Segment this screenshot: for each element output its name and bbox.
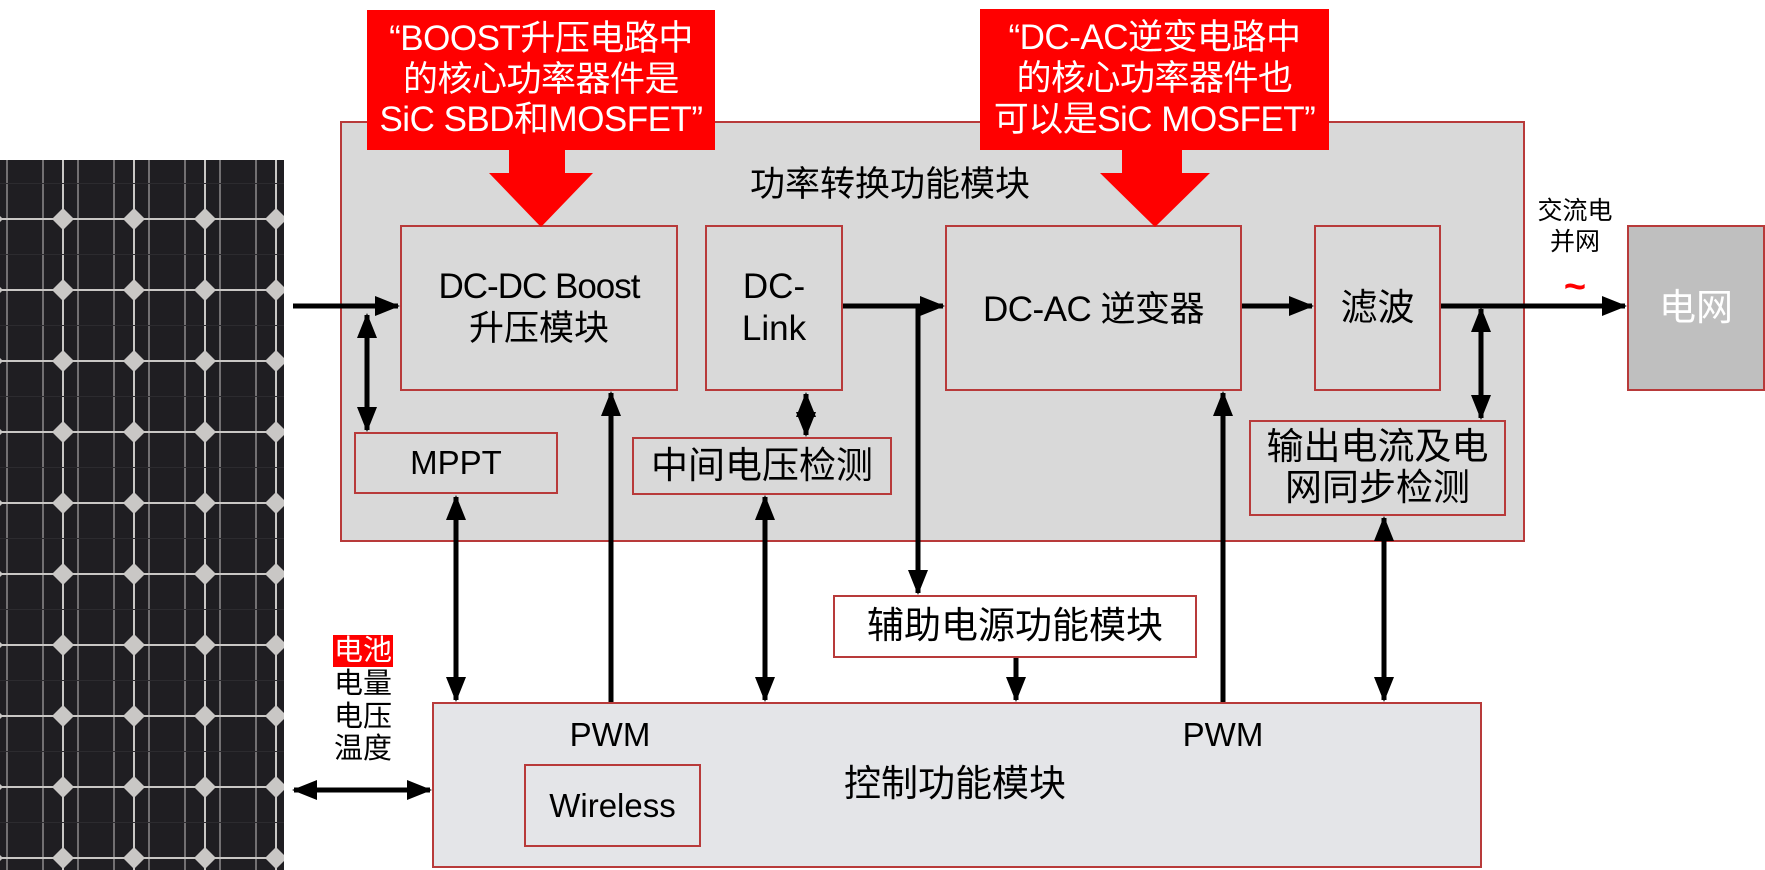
dc-link-line-2: Link: [741, 309, 807, 348]
aux-power-module[interactable]: 辅助电源功能模块: [833, 595, 1197, 658]
wireless-block[interactable]: Wireless: [524, 764, 701, 847]
inverter-callout-line-2: 的核心功率器件也: [1016, 59, 1293, 99]
pwm-right-label: PWM: [1182, 716, 1264, 753]
ac-grid-connection-label: 交流电 并网: [1525, 196, 1625, 259]
battery-highlight: 电池: [333, 635, 394, 667]
output-detect-line-2: 网同步检测: [1285, 467, 1470, 508]
power-module-title: 功率转换功能模块: [749, 165, 1030, 204]
mppt-label: MPPT: [410, 444, 502, 482]
dc-dc-boost-block[interactable]: DC-DC Boost 升压模块: [400, 225, 678, 391]
grid-block[interactable]: 电网: [1627, 225, 1765, 391]
filter-label: 滤波: [1340, 286, 1415, 328]
inverter-label: DC-AC 逆变器: [982, 290, 1205, 329]
grid-label: 电网: [1659, 286, 1733, 328]
inverter-callout-line-1: “DC-AC逆变电路中: [1008, 18, 1301, 58]
mid-voltage-detect-block[interactable]: 中间电压检测: [632, 437, 892, 495]
pwm-left-label: PWM: [569, 716, 651, 753]
battery-charge-label: 电量: [333, 667, 392, 700]
solar-cells-icon: [0, 160, 284, 870]
boost-callout-line-2: 的核心功率器件是: [402, 59, 680, 99]
battery-temperature-label: 温度: [333, 733, 392, 766]
output-detect-line-1: 输出电流及电: [1266, 426, 1489, 468]
control-module-title: 控制功能模块: [844, 763, 1066, 804]
battery-voltage-label: 电压: [333, 700, 392, 733]
boost-callout: “BOOST升压电路中 的核心功率器件是 SiC SBD和MOSFET”: [367, 10, 715, 150]
output-current-grid-sync-block[interactable]: 输出电流及电 网同步检测: [1249, 420, 1506, 516]
inverter-callout-line-3: 可以是SiC MOSFET”: [993, 99, 1316, 139]
aux-power-label: 辅助电源功能模块: [867, 605, 1163, 647]
boost-callout-line-3: SiC SBD和MOSFET”: [379, 100, 703, 140]
boost-callout-line-1: “BOOST升压电路中: [389, 18, 693, 58]
wireless-label: Wireless: [549, 786, 676, 824]
ac-label-line-1: 交流电: [1537, 197, 1613, 225]
boost-line-1: DC-DC Boost: [438, 267, 641, 306]
ac-wave-icon: ~: [1563, 266, 1587, 308]
dc-link-block[interactable]: DC- Link: [705, 225, 843, 391]
dc-link-line-1: DC-: [742, 267, 806, 306]
inverter-callout: “DC-AC逆变电路中 的核心功率器件也 可以是SiC MOSFET”: [980, 9, 1329, 150]
ac-label-line-2: 并网: [1549, 228, 1600, 257]
boost-line-2: 升压模块: [468, 309, 609, 348]
solar-panel-image: [0, 160, 284, 870]
battery-info-label: 电池 电量 电压 温度: [333, 635, 394, 766]
mid-voltage-label: 中间电压检测: [651, 444, 873, 486]
mppt-block[interactable]: MPPT: [354, 432, 558, 494]
dc-ac-inverter-block[interactable]: DC-AC 逆变器: [945, 225, 1242, 391]
filter-block[interactable]: 滤波: [1314, 225, 1441, 391]
